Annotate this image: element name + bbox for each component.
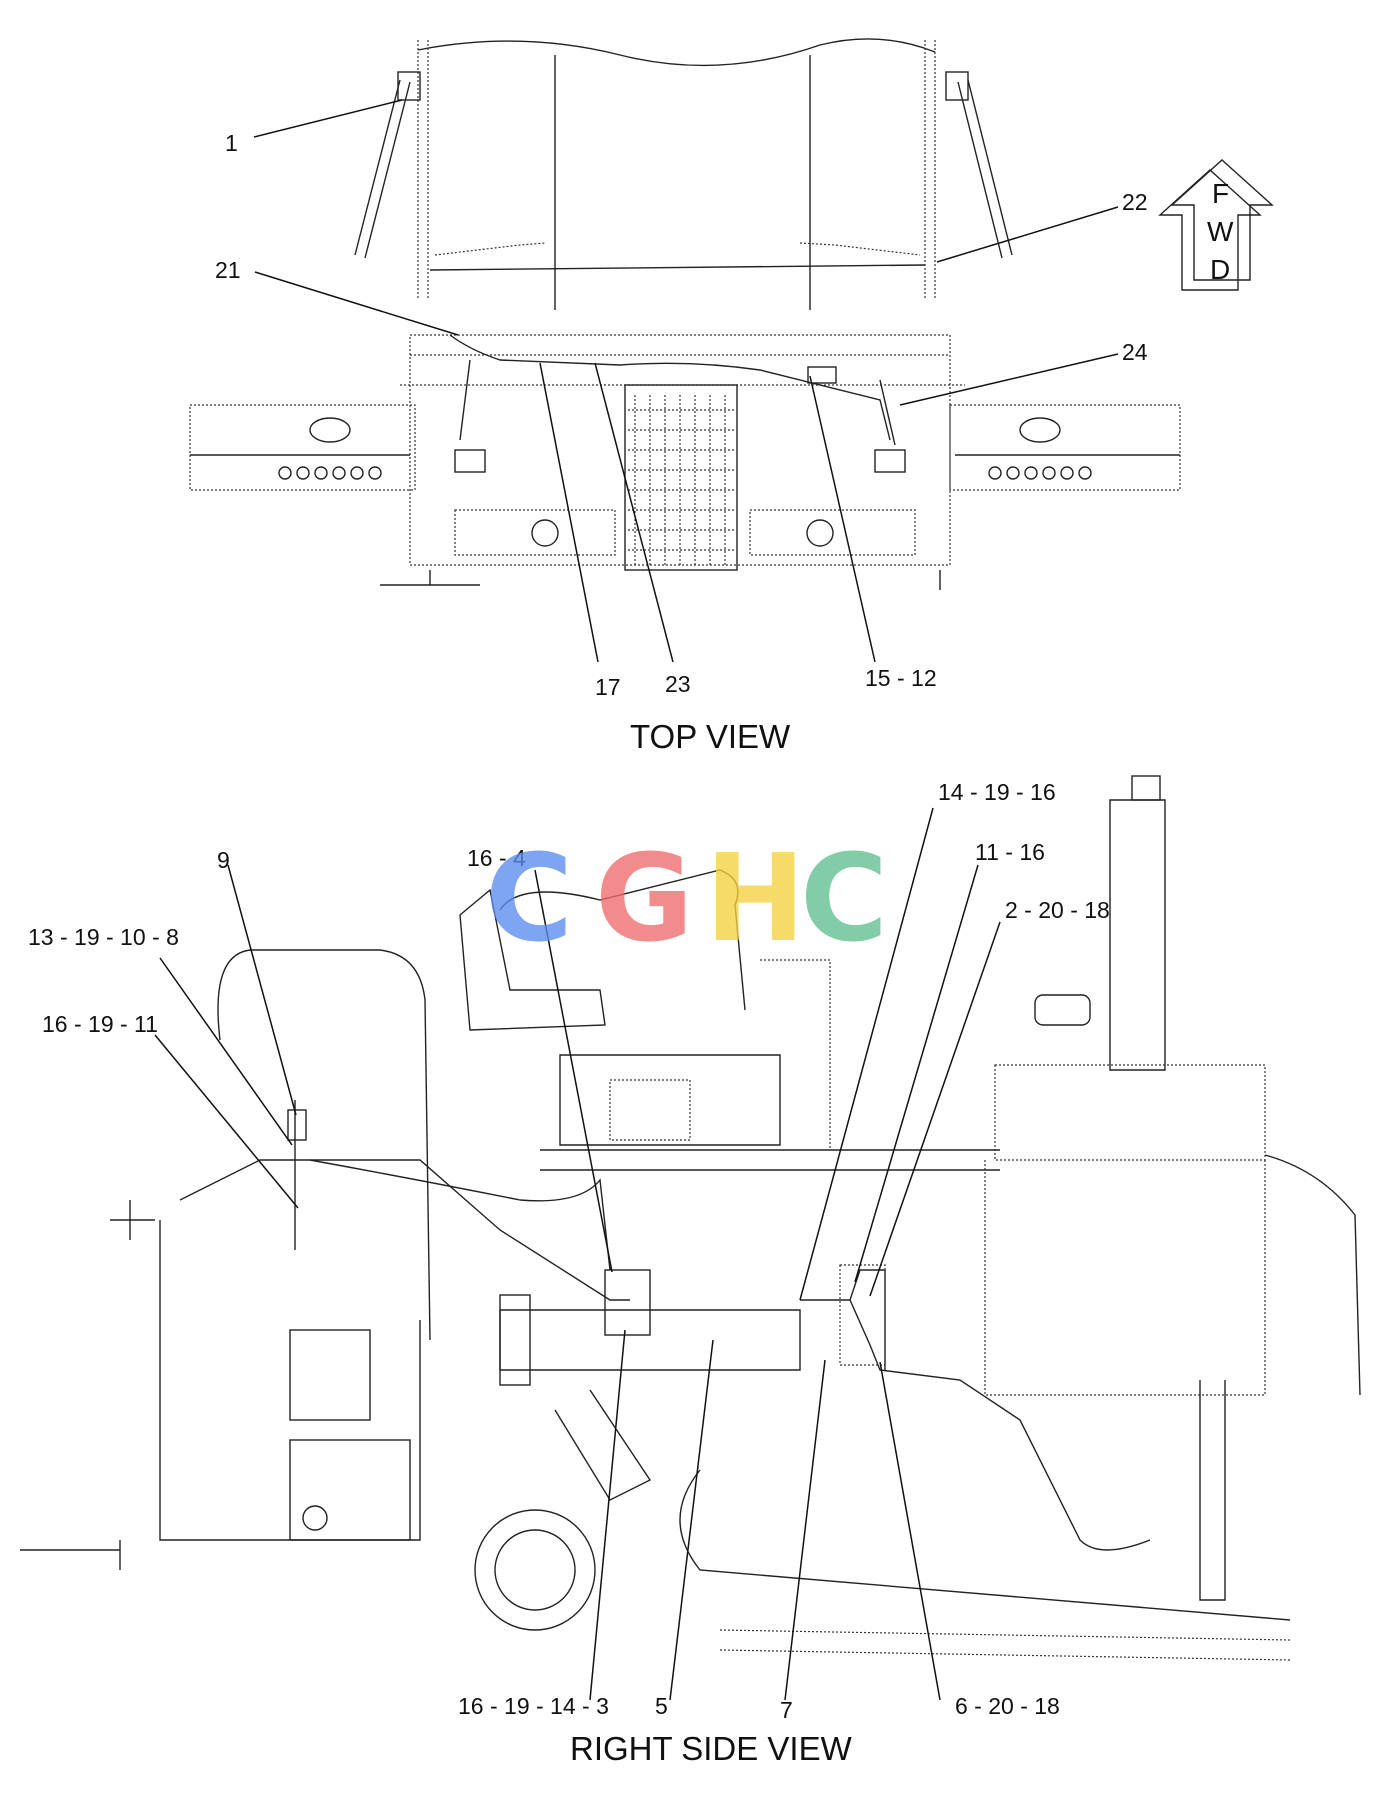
- fwd-letter-d: D: [1210, 254, 1230, 285]
- callout-11-16: 11 - 16: [975, 839, 1045, 865]
- callout-21: 21: [215, 257, 241, 283]
- side-view-drawing: [20, 775, 1361, 1661]
- callout-7: 7: [780, 1697, 793, 1723]
- side-view-leaders: [154, 807, 1001, 1701]
- callout-1: 1: [225, 130, 238, 156]
- fwd-arrow-icon: [1158, 159, 1274, 291]
- callout-13-19-10-8: 13 - 19 - 10 - 8: [28, 924, 179, 950]
- callout-2-20-18: 2 - 20 - 18: [1005, 897, 1110, 923]
- callout-17: 17: [595, 674, 621, 700]
- watermark-letter-h: H: [705, 830, 805, 969]
- side-view-title: RIGHT SIDE VIEW: [570, 1730, 853, 1767]
- top-view-title: TOP VIEW: [630, 718, 791, 755]
- callout-16-19-14-3: 16 - 19 - 14 - 3: [458, 1693, 609, 1719]
- callout-5: 5: [655, 1693, 668, 1719]
- callout-24: 24: [1122, 339, 1148, 365]
- watermark-letter-c1: C: [485, 830, 573, 969]
- callout-9: 9: [217, 847, 230, 873]
- fwd-letter-w: W: [1207, 216, 1234, 247]
- callout-16-19-11: 16 - 19 - 11: [42, 1011, 158, 1037]
- callout-14-19-16: 14 - 19 - 16: [938, 779, 1056, 805]
- callout-22: 22: [1122, 189, 1148, 215]
- fwd-letter-f: F: [1212, 178, 1229, 209]
- top-view-leaders: [253, 99, 1119, 663]
- callout-23: 23: [665, 671, 691, 697]
- callout-6-20-18: 6 - 20 - 18: [955, 1693, 1060, 1719]
- watermark-letter-c2: C: [800, 830, 888, 969]
- callout-15-12: 15 - 12: [865, 665, 937, 691]
- callout-16-4: 16 - 4: [467, 845, 526, 871]
- watermark-logo: C G H C: [485, 830, 888, 969]
- watermark-letter-g: G: [595, 830, 694, 969]
- top-view-drawing: [189, 38, 1181, 590]
